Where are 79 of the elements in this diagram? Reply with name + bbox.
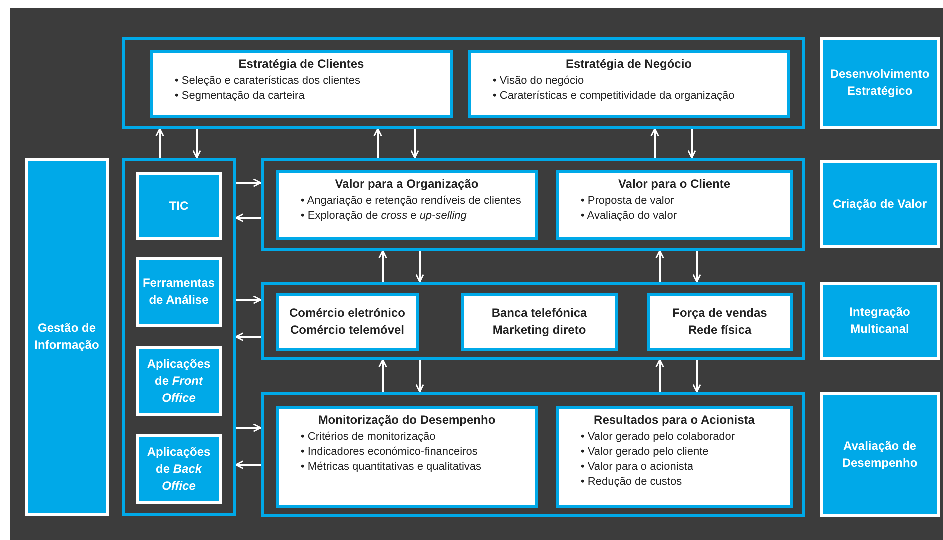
arrow bbox=[235, 460, 261, 470]
category-box bbox=[820, 37, 940, 129]
category-box bbox=[25, 158, 109, 516]
bullet-item: • Caraterísticas e competitividade da organização bbox=[493, 89, 736, 104]
arrow bbox=[416, 251, 424, 283]
arrow bbox=[378, 250, 388, 282]
category-box bbox=[136, 257, 222, 327]
arrow bbox=[235, 214, 261, 222]
bullet-item: • Indicadores económico-financeiros bbox=[301, 445, 479, 460]
category-box bbox=[820, 392, 940, 517]
channel-label: Comércio eletrónico bbox=[289, 305, 406, 322]
channel-box bbox=[461, 293, 618, 351]
arrow bbox=[236, 178, 262, 188]
arrow bbox=[378, 359, 388, 392]
arrow bbox=[692, 251, 702, 283]
arrow bbox=[410, 129, 420, 159]
channel-label: Rede física bbox=[688, 322, 752, 339]
category-box bbox=[820, 282, 940, 360]
category-box bbox=[136, 434, 222, 504]
group-frame bbox=[261, 282, 805, 360]
category-box bbox=[136, 172, 222, 240]
bullet-item: • Valor gerado pelo cliente bbox=[581, 445, 710, 460]
arrow bbox=[374, 128, 382, 158]
arrow bbox=[656, 250, 664, 282]
box-label: TIC bbox=[169, 198, 189, 214]
box-heading: Monitorização do Desempenho bbox=[317, 413, 497, 428]
bullet-item: • Avaliação do valor bbox=[581, 209, 678, 224]
content-box bbox=[276, 170, 538, 240]
arrow bbox=[156, 128, 164, 158]
arrow bbox=[235, 332, 261, 342]
group-frame bbox=[122, 158, 236, 516]
group-frame bbox=[261, 392, 805, 517]
channel-label: Força de vendas bbox=[672, 305, 768, 322]
bullet-item: • Redução de custos bbox=[581, 475, 684, 490]
channel-label: Banca telefónica bbox=[492, 305, 588, 322]
channel-label: Comércio telemóvel bbox=[290, 322, 405, 339]
box-heading: Resultados para o Acionista bbox=[593, 413, 756, 428]
box-heading: Valor para a Organização bbox=[334, 177, 480, 192]
box-label: Ferramentas de Análise bbox=[142, 275, 216, 309]
bullet-item: • Seleção e caraterísticas dos clientes bbox=[175, 74, 362, 89]
box-heading: Estratégia de Negócio bbox=[564, 57, 694, 72]
bullet-item: • Métricas quantitativas e qualitativas bbox=[301, 460, 483, 475]
arrow bbox=[236, 296, 262, 304]
bullet-item: • Critérios de monitorização bbox=[301, 430, 437, 445]
arrow bbox=[192, 129, 202, 159]
box-label: Criação de Valor bbox=[832, 196, 928, 212]
group-frame bbox=[122, 37, 805, 129]
box-label: Aplicações de Back Office bbox=[146, 444, 212, 494]
bullet-item: • Segmentação da carteira bbox=[175, 89, 306, 104]
group-frame bbox=[261, 158, 805, 251]
content-box bbox=[556, 170, 793, 240]
channel-label: Marketing direto bbox=[492, 322, 586, 339]
bullet-item: • Exploração de cross e up-selling bbox=[301, 209, 468, 224]
bullet-item: • Valor para o acionista bbox=[581, 460, 694, 475]
content-box bbox=[468, 50, 790, 118]
bullet-item: • Proposta de valor bbox=[581, 194, 676, 209]
channel-box bbox=[647, 293, 793, 351]
arrow bbox=[692, 360, 702, 393]
category-box bbox=[136, 346, 222, 416]
box-label: Aplicações de Front Office bbox=[146, 356, 212, 406]
arrow bbox=[656, 359, 664, 392]
content-box bbox=[150, 50, 453, 118]
bullet-item: • Angariação e retenção rendíveis de clientes bbox=[301, 194, 522, 209]
arrow bbox=[688, 129, 696, 159]
bullet-item: • Visão do negócio bbox=[493, 74, 586, 89]
content-box bbox=[276, 406, 538, 508]
box-label: Gestão de Informação bbox=[34, 320, 100, 354]
box-heading: Estratégia de Clientes bbox=[238, 57, 366, 72]
box-label: Desenvolvimento Estratégico bbox=[829, 66, 931, 100]
box-heading: Valor para o Cliente bbox=[617, 177, 732, 192]
box-label: Avaliação de Desempenho bbox=[841, 438, 919, 472]
content-box bbox=[556, 406, 793, 508]
arrow bbox=[416, 360, 424, 393]
category-box bbox=[820, 160, 940, 248]
arrow bbox=[650, 128, 660, 158]
bullet-item: • Valor gerado pelo colaborador bbox=[581, 430, 736, 445]
box-label: Integração Multicanal bbox=[848, 304, 912, 338]
arrow bbox=[236, 424, 262, 432]
channel-box bbox=[276, 293, 419, 351]
